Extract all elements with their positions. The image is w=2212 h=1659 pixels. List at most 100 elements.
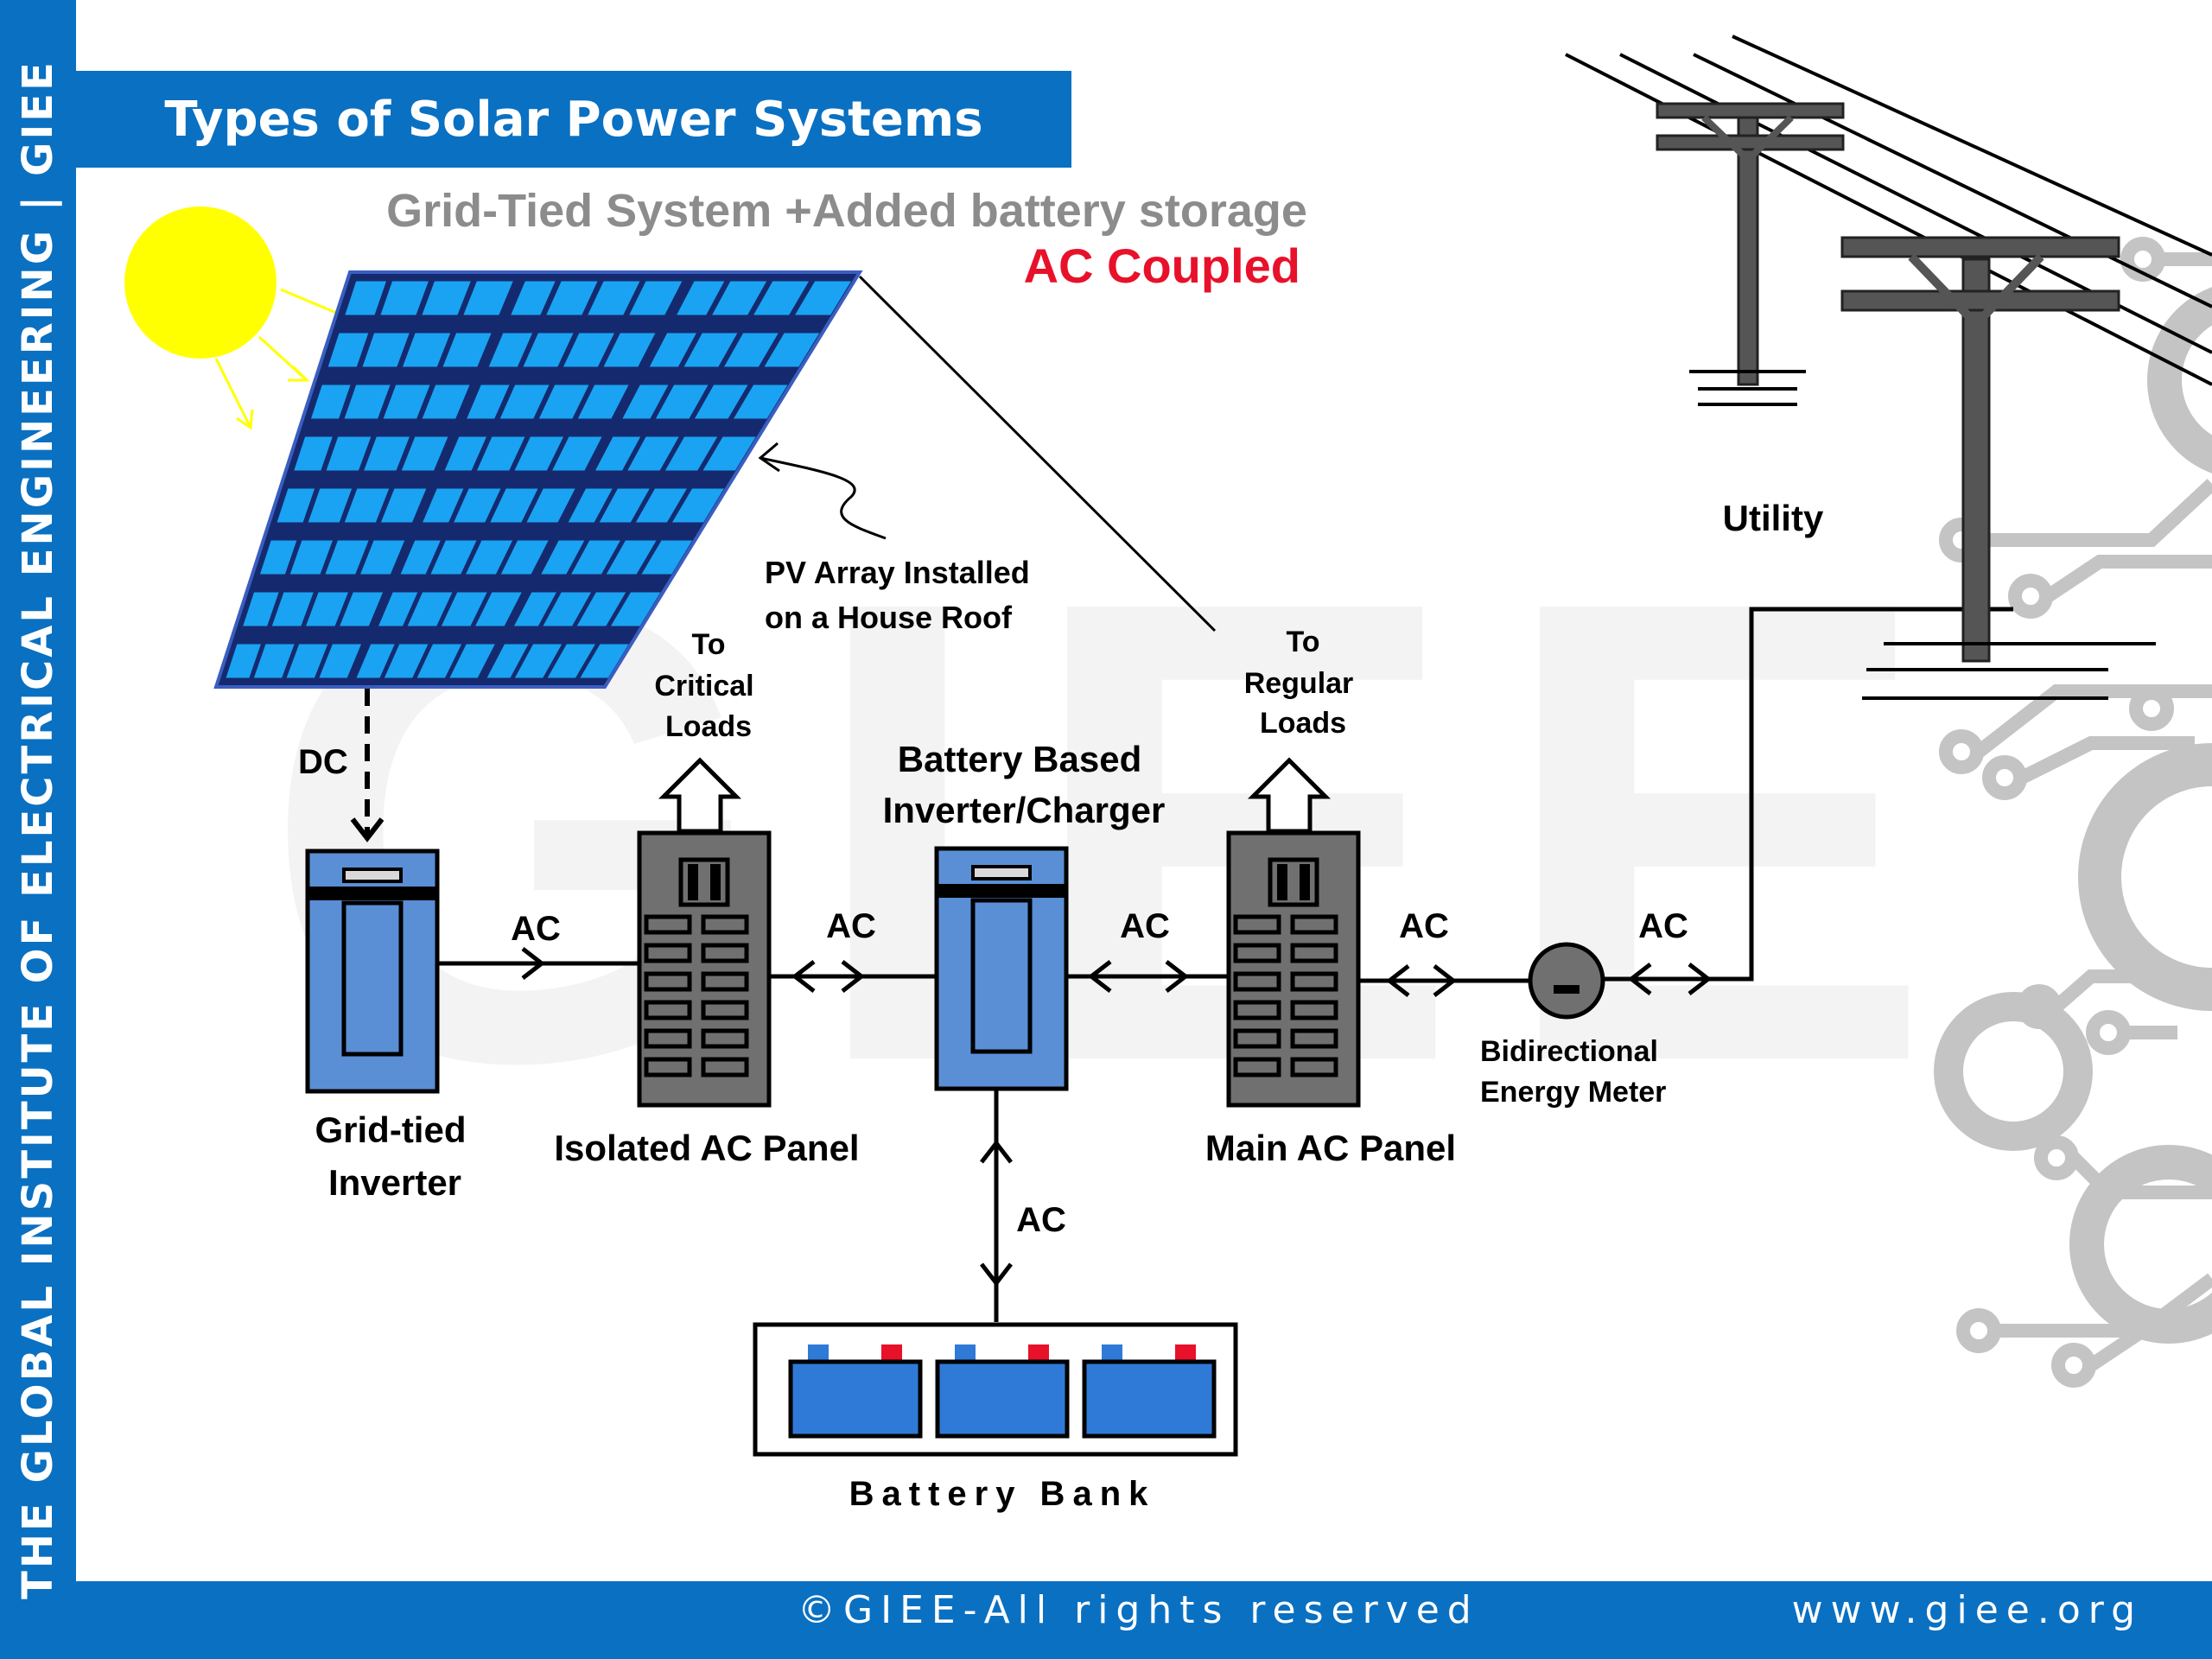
pv-cell: [319, 644, 361, 678]
pv-cell: [475, 592, 522, 626]
pv-cell: [764, 333, 820, 367]
pv-cell: [326, 436, 372, 471]
battery: [935, 1359, 1070, 1439]
dc-label: DC: [298, 743, 348, 781]
regular-loads-line-1: To: [1286, 626, 1319, 658]
battery-cells: [788, 1344, 1217, 1439]
pv-cell: [226, 644, 261, 678]
isolated-panel-label: Isolated AC Panel: [554, 1128, 859, 1168]
pv-cell: [734, 385, 788, 419]
critical-loads-line-1: To: [691, 628, 725, 661]
ac-link-4: AC: [1358, 907, 1529, 997]
breaker: [1290, 914, 1338, 935]
battery-negative-terminal: [955, 1344, 976, 1362]
pv-cell: [466, 540, 513, 575]
ac-label-4: AC: [1399, 907, 1449, 945]
battery-positive-terminal: [1028, 1344, 1049, 1362]
isolated-ac-panel: Isolated AC Panel: [554, 830, 860, 1168]
utility-poles: Utility: [1565, 35, 2212, 700]
pv-cell: [259, 540, 297, 575]
breaker: [1233, 1000, 1281, 1020]
pv-array-label: PV Array Installed on a House Roof: [758, 442, 1030, 635]
pv-cell: [599, 488, 650, 523]
pv-cell: [441, 592, 487, 626]
breaker: [644, 1000, 692, 1020]
pv-cell: [401, 436, 448, 471]
pv-cell: [552, 436, 602, 471]
ac-label-5: AC: [1638, 907, 1688, 945]
critical-loads-line-2: Critical: [654, 670, 753, 702]
pv-cell: [724, 333, 779, 367]
footer: ©GIEE-All rights reserved www.giee.org: [76, 1581, 2212, 1659]
sidebar: THE GLOBAL INSTITUTE OF ELECTRICAL ENGIN…: [0, 0, 76, 1659]
ac-label-2: AC: [826, 907, 876, 945]
pv-cell: [364, 436, 410, 471]
pv-cell: [526, 488, 575, 523]
meter-label-line-1: Bidirectional: [1480, 1035, 1658, 1068]
pv-cell: [641, 540, 693, 575]
pv-cell: [378, 592, 418, 626]
pv-cell: [677, 281, 725, 315]
main-panel-breakers: [1233, 914, 1338, 1077]
pv-cell: [538, 385, 589, 419]
pv-cell: [403, 333, 451, 367]
pv-cell: [407, 592, 453, 626]
footer-copyright: ©GIEE-All rights reserved: [798, 1588, 1479, 1632]
ac-label-6: AC: [1016, 1201, 1066, 1239]
pv-label-line-1: PV Array Installed: [765, 555, 1030, 590]
pv-cell: [253, 644, 295, 678]
pv-cell: [571, 540, 620, 575]
pv-cell: [577, 385, 629, 419]
utility-pole-back: [1656, 102, 1845, 406]
battery-link: AC: [980, 1089, 1066, 1322]
pv-cell: [444, 436, 486, 471]
pv-cell: [523, 333, 574, 367]
pv-cell: [340, 592, 384, 626]
breaker: [644, 1028, 692, 1049]
critical-loads-line-3: Loads: [665, 710, 752, 743]
battery: [788, 1359, 923, 1439]
coupling-type: AC Coupled: [1024, 238, 1300, 293]
inverter-label-line-2: Inverter: [328, 1162, 461, 1203]
breaker: [701, 1028, 749, 1049]
breaker: [1233, 914, 1281, 935]
breaker: [1290, 1028, 1338, 1049]
regular-loads-arrow: To Regular Loads: [1244, 626, 1353, 834]
pv-cell: [795, 281, 851, 315]
pv-cell: [606, 540, 657, 575]
pv-cell: [635, 488, 687, 523]
inverter-label-line-1: Grid-tied: [315, 1109, 467, 1150]
pv-cell: [664, 436, 718, 471]
circuit-traces: [1934, 237, 2212, 1388]
breaker: [1290, 1000, 1338, 1020]
pv-cell: [488, 333, 533, 367]
pv-cell: [380, 281, 429, 315]
breaker: [701, 943, 749, 963]
pv-cell: [695, 385, 748, 419]
pv-cell: [294, 436, 333, 471]
pv-cell: [546, 281, 598, 315]
pv-cell: [655, 385, 709, 419]
pv-cell: [423, 488, 464, 523]
pv-cell: [543, 592, 592, 626]
pv-array: [213, 270, 1217, 689]
pv-cell: [430, 540, 477, 575]
pv-cell: [580, 644, 629, 678]
pv-cell: [276, 488, 315, 523]
breaker: [1290, 1057, 1338, 1077]
pv-cell: [463, 281, 513, 315]
subtitle: Grid-Tied System +Added battery storage: [386, 185, 1307, 237]
breaker: [1290, 943, 1338, 963]
grid-tied-inverter: Grid-tied Inverter: [305, 849, 467, 1203]
footer-url[interactable]: www.giee.org: [1791, 1588, 2143, 1632]
breaker: [1290, 971, 1338, 992]
pv-cell: [344, 488, 390, 523]
battery: [1082, 1359, 1217, 1439]
ac-link-1: AC: [437, 910, 639, 980]
pv-cell: [753, 281, 810, 315]
title-bar: Types of Solar Power Systems: [76, 71, 1071, 168]
pv-cell: [576, 592, 626, 626]
pv-cell: [308, 488, 353, 523]
